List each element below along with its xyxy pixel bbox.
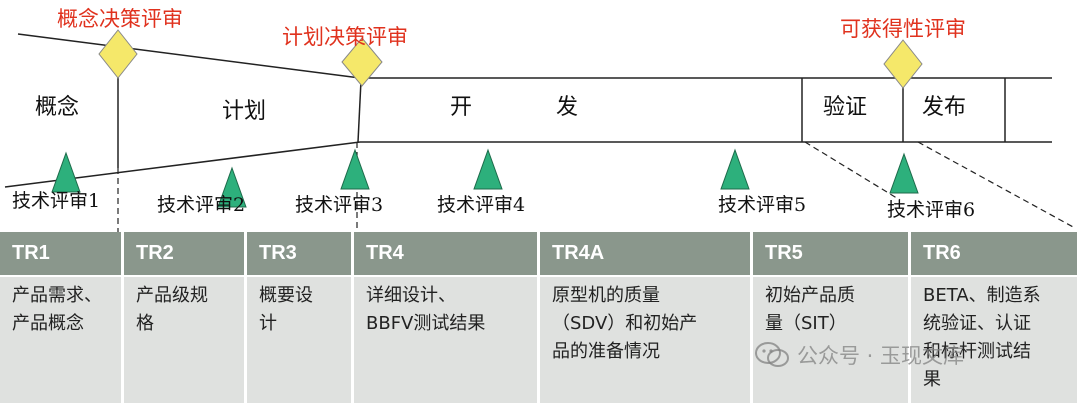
table-header-tr1: TR1 [0,232,124,275]
cell-line: 原型机的质量 [552,285,660,306]
wechat-icon [755,342,789,367]
cell-line: 格 [136,313,154,334]
review-triangle-tr5 [720,148,750,190]
table-cell-tr6: BETA、制造系 统验证、认证 和标杆测试结 果 [911,275,1080,403]
phase-label-concept: 概念 [35,95,79,120]
cell-line: 量（SIT） [765,313,847,334]
phase-label-release: 发布 [922,95,966,120]
cell-line: 产品级规 [136,285,208,306]
cell-line: 和标杆测试结 [923,341,1031,362]
review-table: TR1 TR2 TR3 TR4 TR4A TR5 TR6 产品需求、 产品概念 … [0,232,1080,403]
phase-label-develop-2: 发 [556,95,578,120]
review-label-tr4: 技术评审4 [437,194,525,216]
table-header-tr3: TR3 [247,232,354,275]
cell-line: 果 [923,369,941,390]
review-triangle-tr1 [51,151,81,193]
dashed-verify-diag [804,141,901,201]
review-label-tr3: 技术评审3 [295,194,383,216]
process-diagram: 概念决策评审 计划决策评审 可获得性评审 概念 计划 开 发 验证 发布 技术评… [4,7,1076,232]
table-header-tr6: TR6 [911,232,1080,275]
table-cell-tr4a: 原型机的质量 （SDV）和初始产 品的准备情况 [540,275,753,403]
table-header-tr5: TR5 [753,232,911,275]
cell-line: 产品概念 [12,313,84,334]
cell-line: 产品需求、 [12,285,102,306]
cell-line: BBFV测试结果 [366,313,486,334]
cell-line: 品的准备情况 [552,341,660,362]
cell-line: 初始产品质 [765,285,855,306]
cell-line: 概要设 [259,285,313,306]
table-cell-tr2: 产品级规 格 [124,275,247,403]
funnel-top-line [17,33,361,79]
table-cell-tr4: 详细设计、 BBFV测试结果 [354,275,540,403]
table-cell-tr3: 概要设 计 [247,275,354,403]
review-triangle-tr4 [473,148,503,190]
cell-line: 详细设计、 [366,285,456,306]
cell-line: BETA、制造系 [923,285,1041,306]
watermark: 公众号 · 玉现文库 [755,340,964,370]
review-triangle-tr3 [340,148,370,190]
review-label-tr5: 技术评审5 [718,194,806,216]
table-header-tr4a: TR4A [540,232,753,275]
phase-label-verify: 验证 [823,95,867,120]
review-triangle-tr2 [217,166,247,208]
table-cell-tr5: 初始产品质 量（SIT） [753,275,911,403]
table-header-tr2: TR2 [124,232,247,275]
cell-line: 统验证、认证 [923,313,1031,334]
review-label-tr6: 技术评审6 [887,199,975,221]
decision-label-adcp: 可获得性评审 [840,17,966,41]
decision-label-cdcp: 概念决策评审 [57,7,183,31]
decision-diamond-pdcp [341,37,383,87]
decision-label-pdcp: 计划决策评审 [282,25,408,49]
decision-diamond-adcp [883,39,923,89]
review-label-tr1: 技术评审1 [12,190,100,212]
phase-label-plan: 计划 [222,99,266,124]
watermark-text: 公众号 · 玉现文库 [797,344,965,368]
review-label-tr2: 技术评审2 [157,194,245,216]
table-header-tr4: TR4 [354,232,540,275]
decision-diamond-cdcp [98,29,138,79]
review-triangle-tr6 [889,152,919,194]
phase-label-develop-1: 开 [450,95,472,120]
table-cell-tr1: 产品需求、 产品概念 [0,275,124,403]
cell-line: 计 [259,313,277,334]
cell-line: （SDV）和初始产 [552,313,698,334]
